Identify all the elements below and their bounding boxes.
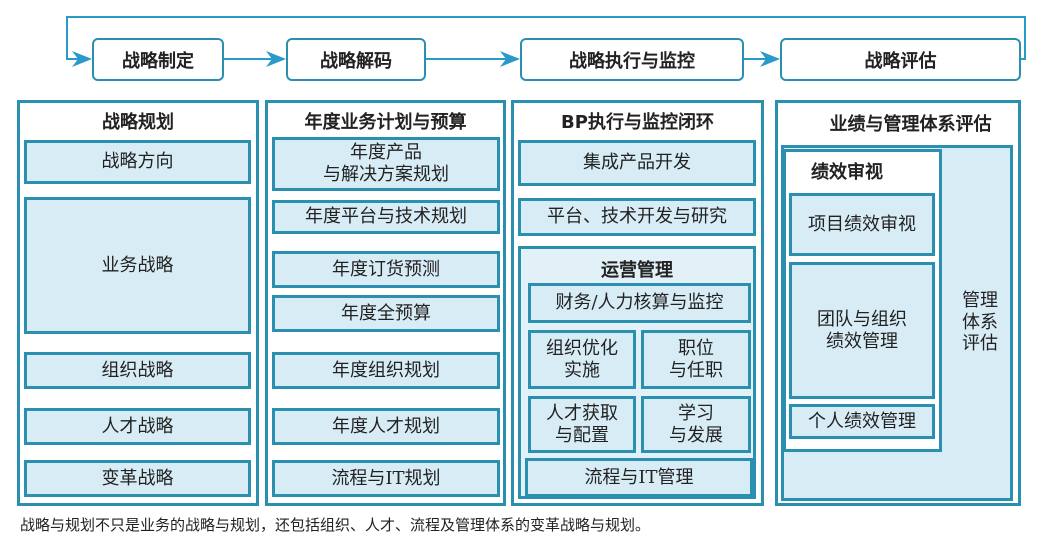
panel-title: 战略规划 [102,112,174,133]
process-strategy-evaluation: 战略评估 [780,38,1021,81]
item: 团队与组织 绩效管理 [789,262,935,399]
item: 职位 与任职 [641,330,751,389]
item: 财务/人力核算与监控 [528,283,751,323]
item: 平台、技术开发与研究 [518,198,756,236]
panel-title: BP执行与监控闭环 [561,112,714,133]
flow-arrows [66,16,1026,67]
item: 业务战略 [24,197,251,334]
group-title: 运营管理 [601,260,673,281]
item: 人才获取 与配置 [528,396,636,453]
item: 流程与IT规划 [272,460,500,497]
process-strategy-execution: 战略执行与监控 [520,38,744,81]
item: 个人绩效管理 [789,404,935,439]
item: 人才战略 [24,408,251,445]
panel-title: 年度业务计划与预算 [304,112,467,133]
item: 变革战略 [24,460,251,497]
item: 年度全预算 [272,295,500,332]
item: 流程与IT管理 [525,458,753,497]
item: 学习 与发展 [641,396,751,453]
item: 年度产品 与解决方案规划 [272,137,500,191]
process-strategy-decoding: 战略解码 [286,38,426,81]
item: 战略方向 [24,140,251,184]
item: 项目绩效审视 [789,193,935,256]
feedback-arrow [66,16,1026,67]
caption: 战略与规划不只是业务的战略与规划，还包括组织、人才、流程及管理体系的变革战略与规… [20,516,651,534]
item: 年度平台与技术规划 [272,200,500,234]
item: 集成产品开发 [518,140,756,186]
item: 年度人才规划 [272,408,500,445]
panel-title: 业绩与管理体系评估 [829,114,992,135]
item: 组织战略 [24,352,251,389]
item: 年度组织规划 [272,352,500,389]
item: 年度订货预测 [272,251,500,288]
group-title: 绩效审视 [811,162,883,183]
side-label: 管理 体系 评估 [962,290,998,355]
item: 组织优化 实施 [528,330,636,389]
process-strategy-formulation: 战略制定 [92,38,224,81]
